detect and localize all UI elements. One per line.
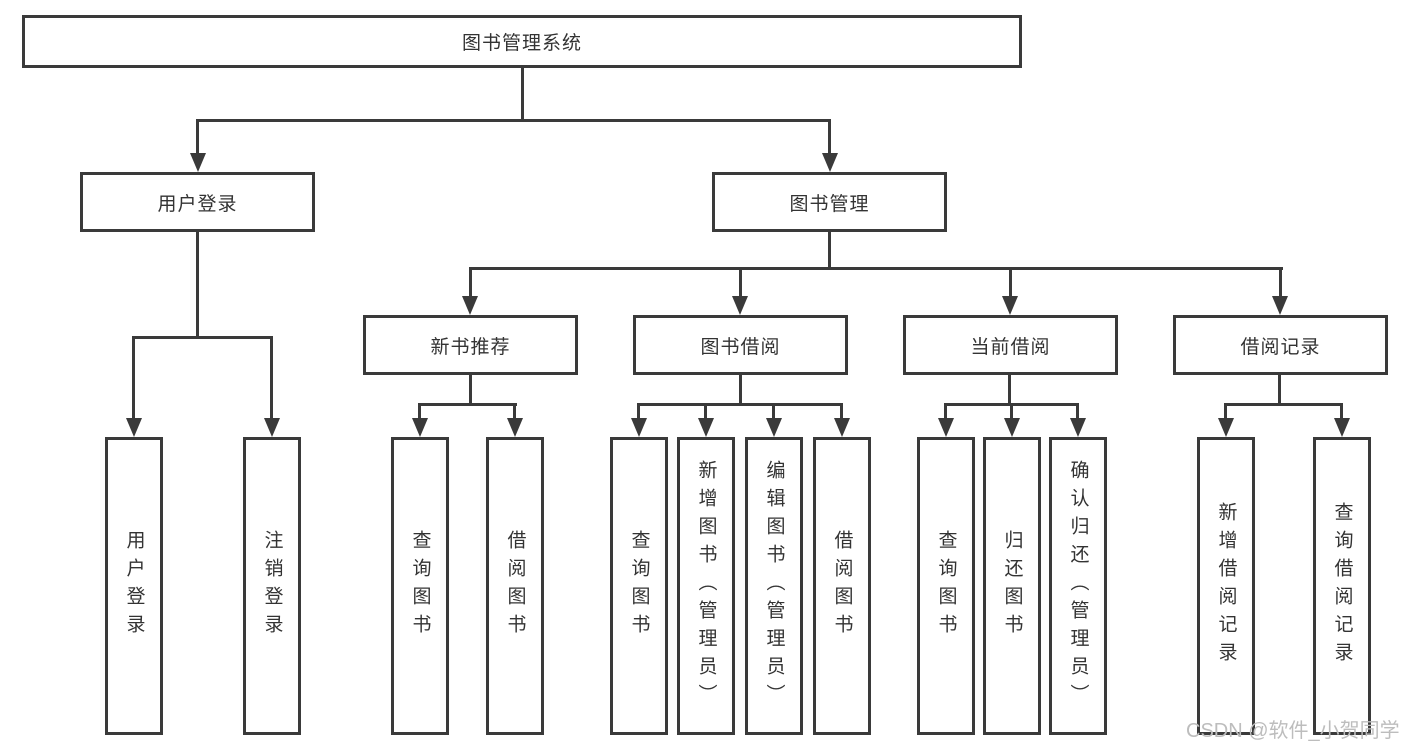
connector-line [1009,267,1012,299]
connector-line [132,336,135,420]
connector-line [418,403,421,420]
connector-line [521,66,524,122]
arrowhead-icon [264,418,280,437]
node-book-borrow: 图书借阅 [633,315,848,375]
connector-line [1010,403,1013,420]
connector-line [196,119,831,122]
watermark: CSDN @软件_小贺同学 [1186,720,1400,742]
connector-line [739,267,742,299]
arrowhead-icon [1272,296,1288,315]
node-new-book-recommend: 新书推荐 [363,315,578,375]
node-root: 图书管理系统 [22,15,1022,68]
connector-line [469,267,1283,270]
node-borrow-records: 借阅记录 [1173,315,1388,375]
leaf-logout: 注销登录 [243,437,301,735]
connector-line [418,403,517,406]
arrowhead-icon [1070,418,1086,437]
connector-line [828,230,831,270]
connector-line [1279,267,1282,299]
connector-line [1224,403,1227,420]
connector-line [704,403,707,420]
connector-line [196,119,199,155]
connector-line [469,267,472,299]
leaf-user-login: 用户登录 [105,437,163,735]
arrowhead-icon [1218,418,1234,437]
leaf-add-borrow-record: 新增借阅记录 [1197,437,1255,735]
leaf-borrow-book-2: 借阅图书 [813,437,871,735]
arrowhead-icon [1002,296,1018,315]
connector-line [513,403,516,420]
leaf-query-borrow-record: 查询借阅记录 [1313,437,1371,735]
leaf-borrow-book-1: 借阅图书 [486,437,544,735]
node-user-login: 用户登录 [80,172,315,232]
connector-line [270,336,273,420]
arrowhead-icon [698,418,714,437]
connector-line [772,403,775,420]
leaf-query-book-2: 查询图书 [610,437,668,735]
connector-line [828,119,831,155]
arrowhead-icon [507,418,523,437]
arrowhead-icon [631,418,647,437]
connector-line [739,373,742,406]
arrowhead-icon [412,418,428,437]
connector-line [1278,373,1281,406]
arrowhead-icon [126,418,142,437]
arrowhead-icon [766,418,782,437]
node-book-management: 图书管理 [712,172,947,232]
leaf-add-book-admin: 新增图书（管理员） [677,437,735,735]
connector-line [1076,403,1079,420]
connector-line [469,373,472,406]
connector-line [637,403,843,406]
connector-line [1008,373,1011,406]
connector-line [944,403,947,420]
leaf-query-book-3: 查询图书 [917,437,975,735]
leaf-return-book: 归还图书 [983,437,1041,735]
connector-line [1224,403,1343,406]
connector-line [637,403,640,420]
leaf-edit-book-admin: 编辑图书（管理员） [745,437,803,735]
connector-line [1340,403,1343,420]
arrowhead-icon [1334,418,1350,437]
arrowhead-icon [834,418,850,437]
node-current-borrow: 当前借阅 [903,315,1118,375]
arrowhead-icon [190,153,206,172]
arrowhead-icon [462,296,478,315]
arrowhead-icon [1004,418,1020,437]
arrowhead-icon [732,296,748,315]
arrowhead-icon [822,153,838,172]
leaf-query-book-1: 查询图书 [391,437,449,735]
arrowhead-icon [938,418,954,437]
connector-line [132,336,273,339]
leaf-confirm-return-admin: 确认归还（管理员） [1049,437,1107,735]
connector-line [196,230,199,338]
connector-line [840,403,843,420]
